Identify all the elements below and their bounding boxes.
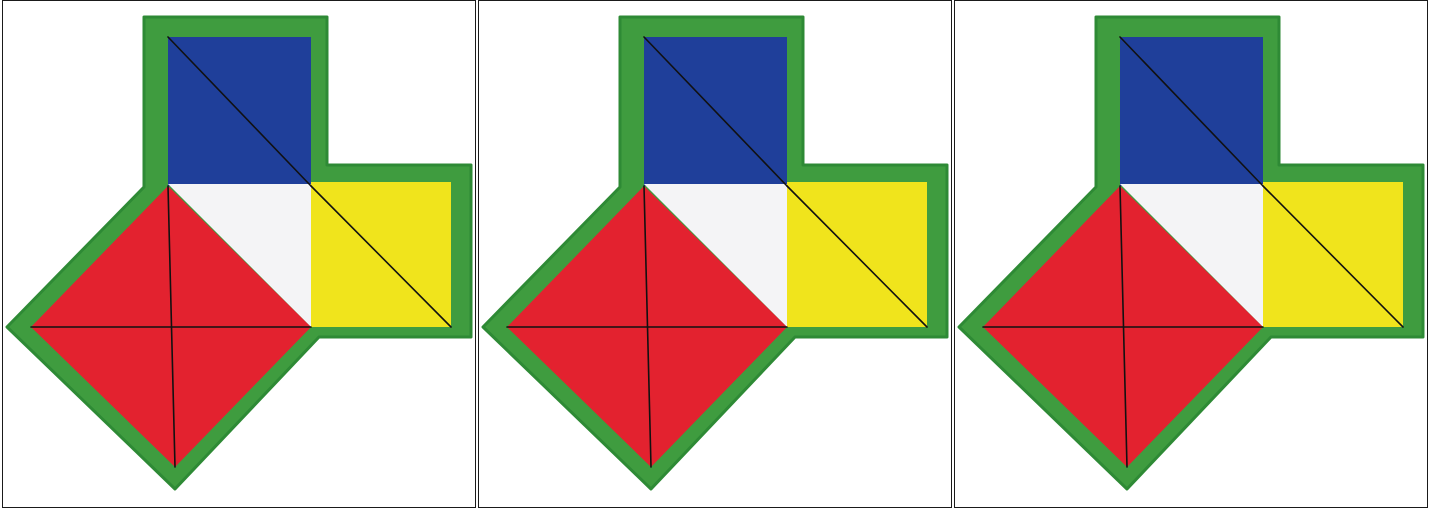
pythagoras-puzzle-panel-3 (954, 0, 1428, 508)
pythagoras-felt-model (483, 17, 947, 489)
pythagoras-felt-model (959, 17, 1423, 489)
pythagoras-puzzle-panel-1 (2, 0, 476, 508)
pythagoras-puzzle-panel-2 (478, 0, 952, 508)
pythagoras-felt-diagram (3, 1, 477, 509)
pythagoras-felt-diagram (479, 1, 953, 509)
pythagoras-felt-model (7, 17, 471, 489)
pythagoras-felt-diagram (955, 1, 1429, 509)
